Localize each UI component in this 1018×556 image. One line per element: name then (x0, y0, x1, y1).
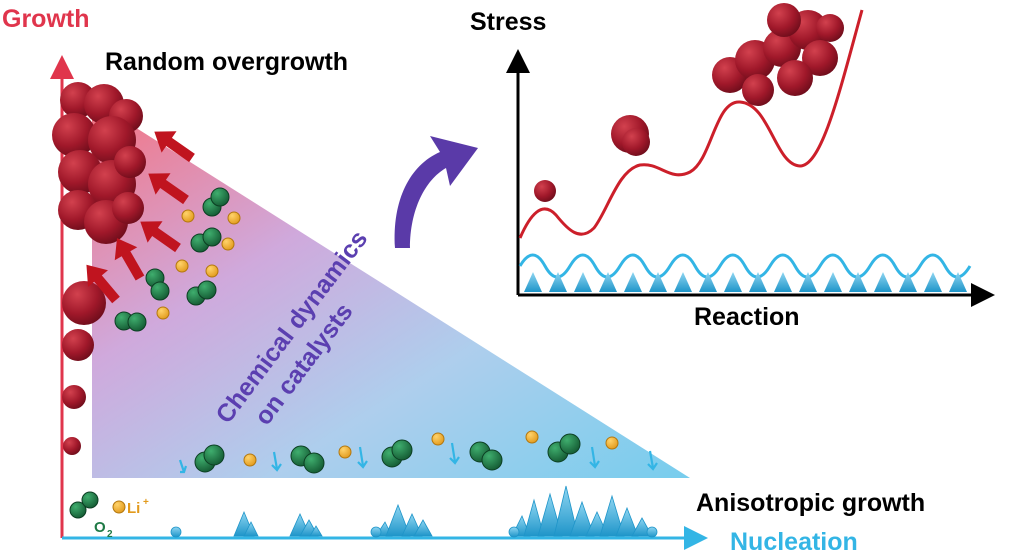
particle-cluster (52, 82, 146, 244)
li-legend-sup: + (143, 497, 149, 508)
li-legend-label: Li (127, 500, 140, 517)
li-ions (156, 209, 619, 467)
growth-arrows (86, 131, 195, 304)
nucleation-spikes (170, 485, 658, 538)
legend: Li + O 2 (69, 491, 149, 540)
red-particle (63, 437, 81, 455)
o2-legend-label: O (94, 519, 106, 536)
o2-legend-sub: 2 (107, 529, 113, 540)
stress-curve (518, 9, 864, 239)
o2-molecules (114, 187, 581, 474)
growth-axis-label: Growth (2, 5, 90, 33)
transition-arrow (394, 136, 478, 248)
red-particle (62, 385, 86, 409)
wave-spikes (524, 272, 967, 292)
chemical-dynamics-triangle (92, 100, 690, 478)
red-particle (62, 281, 106, 325)
nucleation-wave (518, 253, 972, 279)
reaction-axis-label: Reaction (694, 303, 800, 331)
stress-particle-cluster (712, 3, 844, 106)
anisotropic-growth-label: Anisotropic growth (696, 489, 925, 517)
nucleation-axis-label: Nucleation (730, 528, 858, 556)
random-overgrowth-label: Random overgrowth (105, 48, 348, 76)
stress-particle-small (534, 180, 556, 202)
stress-axis-label: Stress (470, 8, 546, 36)
red-particle (62, 329, 94, 361)
nucleation-down-arrows (178, 442, 658, 474)
stress-particle-medium (611, 115, 650, 156)
